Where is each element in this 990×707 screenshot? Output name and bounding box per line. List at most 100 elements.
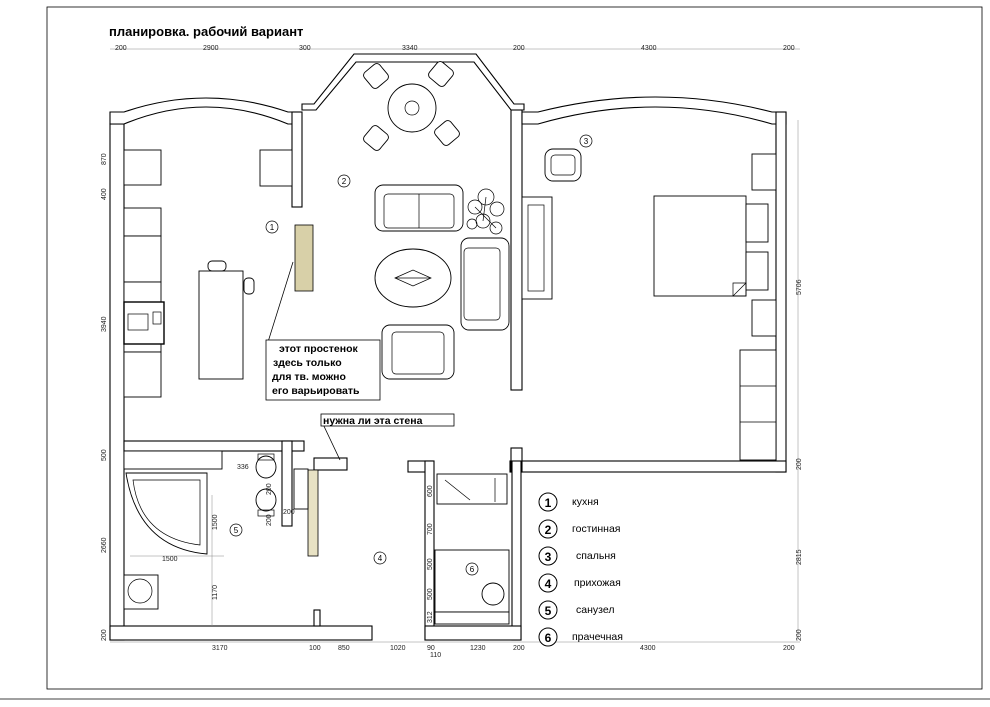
wall-laundry-right — [511, 460, 522, 641]
dim-top-3: 300 — [299, 45, 311, 52]
room-marker-1: 1 — [265, 220, 279, 234]
svg-text:5: 5 — [545, 604, 552, 618]
dim-laundry-3: 500 — [427, 558, 434, 570]
svg-text:3: 3 — [545, 550, 552, 564]
legend-item-1: 1 кухня — [538, 492, 599, 512]
svg-text:спальня: спальня — [576, 550, 616, 562]
stove-knob — [152, 311, 162, 325]
svg-text:прихожая: прихожая — [574, 577, 621, 589]
laundry-bench — [434, 611, 510, 625]
dim-right-1: 5706 — [796, 279, 803, 295]
svg-text:6: 6 — [545, 631, 552, 645]
kitchen-arch-window — [109, 97, 301, 125]
plant-icon — [466, 188, 505, 235]
wall-kitchen-right — [291, 111, 303, 208]
dim-bottom-2: 100 — [309, 645, 321, 652]
svg-text:5: 5 — [234, 526, 239, 535]
dim-laundry-5: 312 — [427, 611, 434, 623]
toilet-icon — [255, 453, 277, 479]
svg-text:кухня: кухня — [572, 496, 599, 508]
room-marker-2: 2 — [337, 174, 351, 188]
bidet-icon — [255, 488, 277, 517]
svg-text:прачечная: прачечная — [572, 631, 623, 643]
legend-item-3: 3 спальня — [538, 546, 616, 566]
svg-text:2: 2 — [342, 177, 347, 186]
note-partition-line-4: его варьировать — [272, 385, 360, 397]
dim-top-4: 3340 — [402, 45, 418, 52]
dim-top-7: 200 — [783, 45, 795, 52]
dim-laundry-1: 600 — [427, 485, 434, 497]
washbasin-icon — [123, 574, 159, 610]
kitchen-cabinet-4 — [123, 351, 162, 398]
bedroom-wardrobe — [739, 349, 777, 461]
wall-question — [313, 457, 348, 471]
laundry-shelf-top — [436, 473, 508, 505]
dim-inner-5: 200 — [283, 509, 295, 516]
chair-bottom-right — [434, 120, 460, 146]
dim-bottom-4: 1020 — [390, 645, 406, 652]
dim-inner-4: 200 — [266, 514, 273, 526]
dim-inner-2: 1500 — [212, 514, 219, 530]
wall-living-bedroom — [510, 109, 523, 391]
kitchen-cabinet-3 — [123, 235, 162, 283]
dim-laundry-4: 500 — [427, 588, 434, 600]
wall-bathroom-top — [123, 440, 305, 452]
dim-bottom-1: 3170 — [212, 645, 228, 652]
stove-burner — [127, 313, 149, 331]
bed-icon — [653, 195, 769, 297]
chair-icon-2 — [243, 277, 255, 295]
note-leader-wall — [321, 421, 341, 461]
dim-top-6: 4300 — [641, 45, 657, 52]
dim-bottom-5: 90 — [427, 645, 435, 652]
chair-bottom-left — [363, 125, 389, 151]
dim-bottom-7: 200 — [513, 645, 525, 652]
dim-left-6: 200 — [101, 629, 108, 641]
note-wall-question: нужна ли эта стена — [323, 415, 423, 427]
dim-right-4: 200 — [796, 629, 803, 641]
svg-text:4: 4 — [378, 554, 383, 563]
wall-bathroom-right — [307, 469, 319, 557]
bedroom-dresser — [751, 299, 777, 337]
room-marker-5: 5 — [229, 523, 243, 537]
dim-left-5: 2660 — [101, 537, 108, 553]
wall-left — [109, 123, 125, 641]
armchair-icon — [381, 324, 455, 380]
wall-laundry-bottom — [424, 625, 522, 641]
dim-left-1: 870 — [101, 153, 108, 165]
dim-bottom-extra: 110 — [430, 652, 441, 659]
dim-bottom-3: 850 — [338, 645, 350, 652]
sofa-icon — [374, 184, 464, 232]
kitchen-cabinet-2 — [123, 207, 162, 237]
dim-bottom-9: 200 — [783, 645, 795, 652]
dim-right-3: 2815 — [796, 549, 803, 565]
wall-bottom-left — [109, 625, 373, 641]
living-bay-window — [301, 53, 525, 111]
bedroom-nightstand — [751, 153, 777, 191]
chair-icon — [207, 260, 227, 272]
dim-inner-1: 336 — [237, 464, 249, 471]
legend-item-6: 6 прачечная — [538, 627, 623, 647]
legend-item-2: 2 гостинная — [538, 519, 621, 539]
dim-inner-6: 1500 — [162, 556, 178, 563]
dim-top-1: 200 — [115, 45, 127, 52]
bathroom-shelf — [123, 450, 223, 470]
legend: 1 кухня 2 гостинная 3 спальня 4 прихожая… — [538, 492, 623, 647]
bathroom-cabinet — [293, 468, 309, 510]
dim-inner-3: 200 — [266, 483, 273, 495]
svg-text:гостинная: гостинная — [572, 523, 621, 535]
note-partition-line-1: этот простенок — [279, 343, 358, 355]
dim-bottom-6: 1230 — [470, 645, 486, 652]
bedroom-armchair — [544, 148, 582, 182]
chair-top-left — [363, 63, 389, 89]
note-box-partition — [265, 339, 381, 401]
chair-top-right — [428, 61, 454, 87]
stove-icon — [123, 301, 165, 345]
svg-text:1: 1 — [270, 223, 275, 232]
wall-stub-bottom — [313, 609, 321, 627]
wall-right — [775, 111, 787, 473]
tv-partition — [294, 224, 314, 292]
note-box-wall — [320, 413, 455, 427]
room-marker-4: 4 — [373, 551, 387, 565]
legend-item-4: 4 прихожая — [538, 573, 621, 593]
